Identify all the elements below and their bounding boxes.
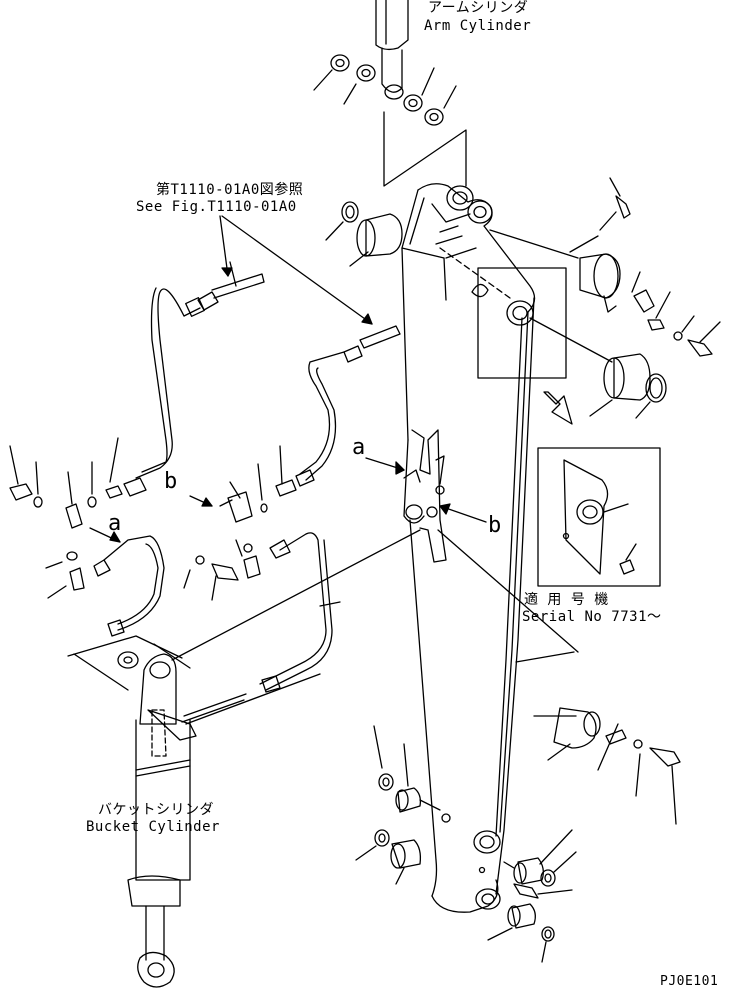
marker-b-left: b	[164, 469, 178, 494]
clamp-parts	[9, 437, 283, 601]
bottom-bushings	[355, 725, 577, 963]
arm-cylinder-washers	[330, 54, 444, 126]
plate-detail-box	[477, 267, 567, 379]
arm-cylinder-label-jp: アームシリンダ	[428, 0, 529, 16]
upper-pin-parts	[489, 177, 721, 419]
arm-cylinder-rod	[375, 0, 409, 100]
serial-label-en: Serial No 7731～	[522, 609, 662, 625]
see-fig-leaders	[219, 215, 373, 325]
serial-label-jp: 適 用 号 機	[524, 592, 609, 608]
bucket-cylinder	[67, 529, 421, 988]
arm-cylinder-leaders	[313, 67, 467, 187]
misc-leaders	[319, 601, 577, 717]
figure-code: PJ0E101	[660, 974, 719, 989]
detail-arrow	[543, 391, 573, 425]
bucket-cylinder-label-jp: バケットシリンダ	[98, 802, 214, 818]
see-fig-label-en: See Fig.T1110-01A0	[136, 199, 297, 215]
lower-pin-parts	[437, 529, 681, 825]
arm-body	[401, 183, 536, 913]
hose-assemblies	[87, 261, 401, 723]
serial-detail-box	[537, 447, 661, 587]
upper-bushing	[325, 201, 403, 267]
marker-a-right: a	[352, 435, 366, 460]
marker-b-right: b	[488, 513, 502, 538]
marker-a-left: a	[108, 511, 122, 536]
arm-cylinder-label-en: Arm Cylinder	[424, 18, 532, 34]
see-fig-label-jp: 第T1110-01A0図参照	[156, 182, 304, 198]
bucket-cylinder-label-en: Bucket Cylinder	[86, 819, 220, 835]
hose-bracket-arm	[403, 429, 447, 563]
